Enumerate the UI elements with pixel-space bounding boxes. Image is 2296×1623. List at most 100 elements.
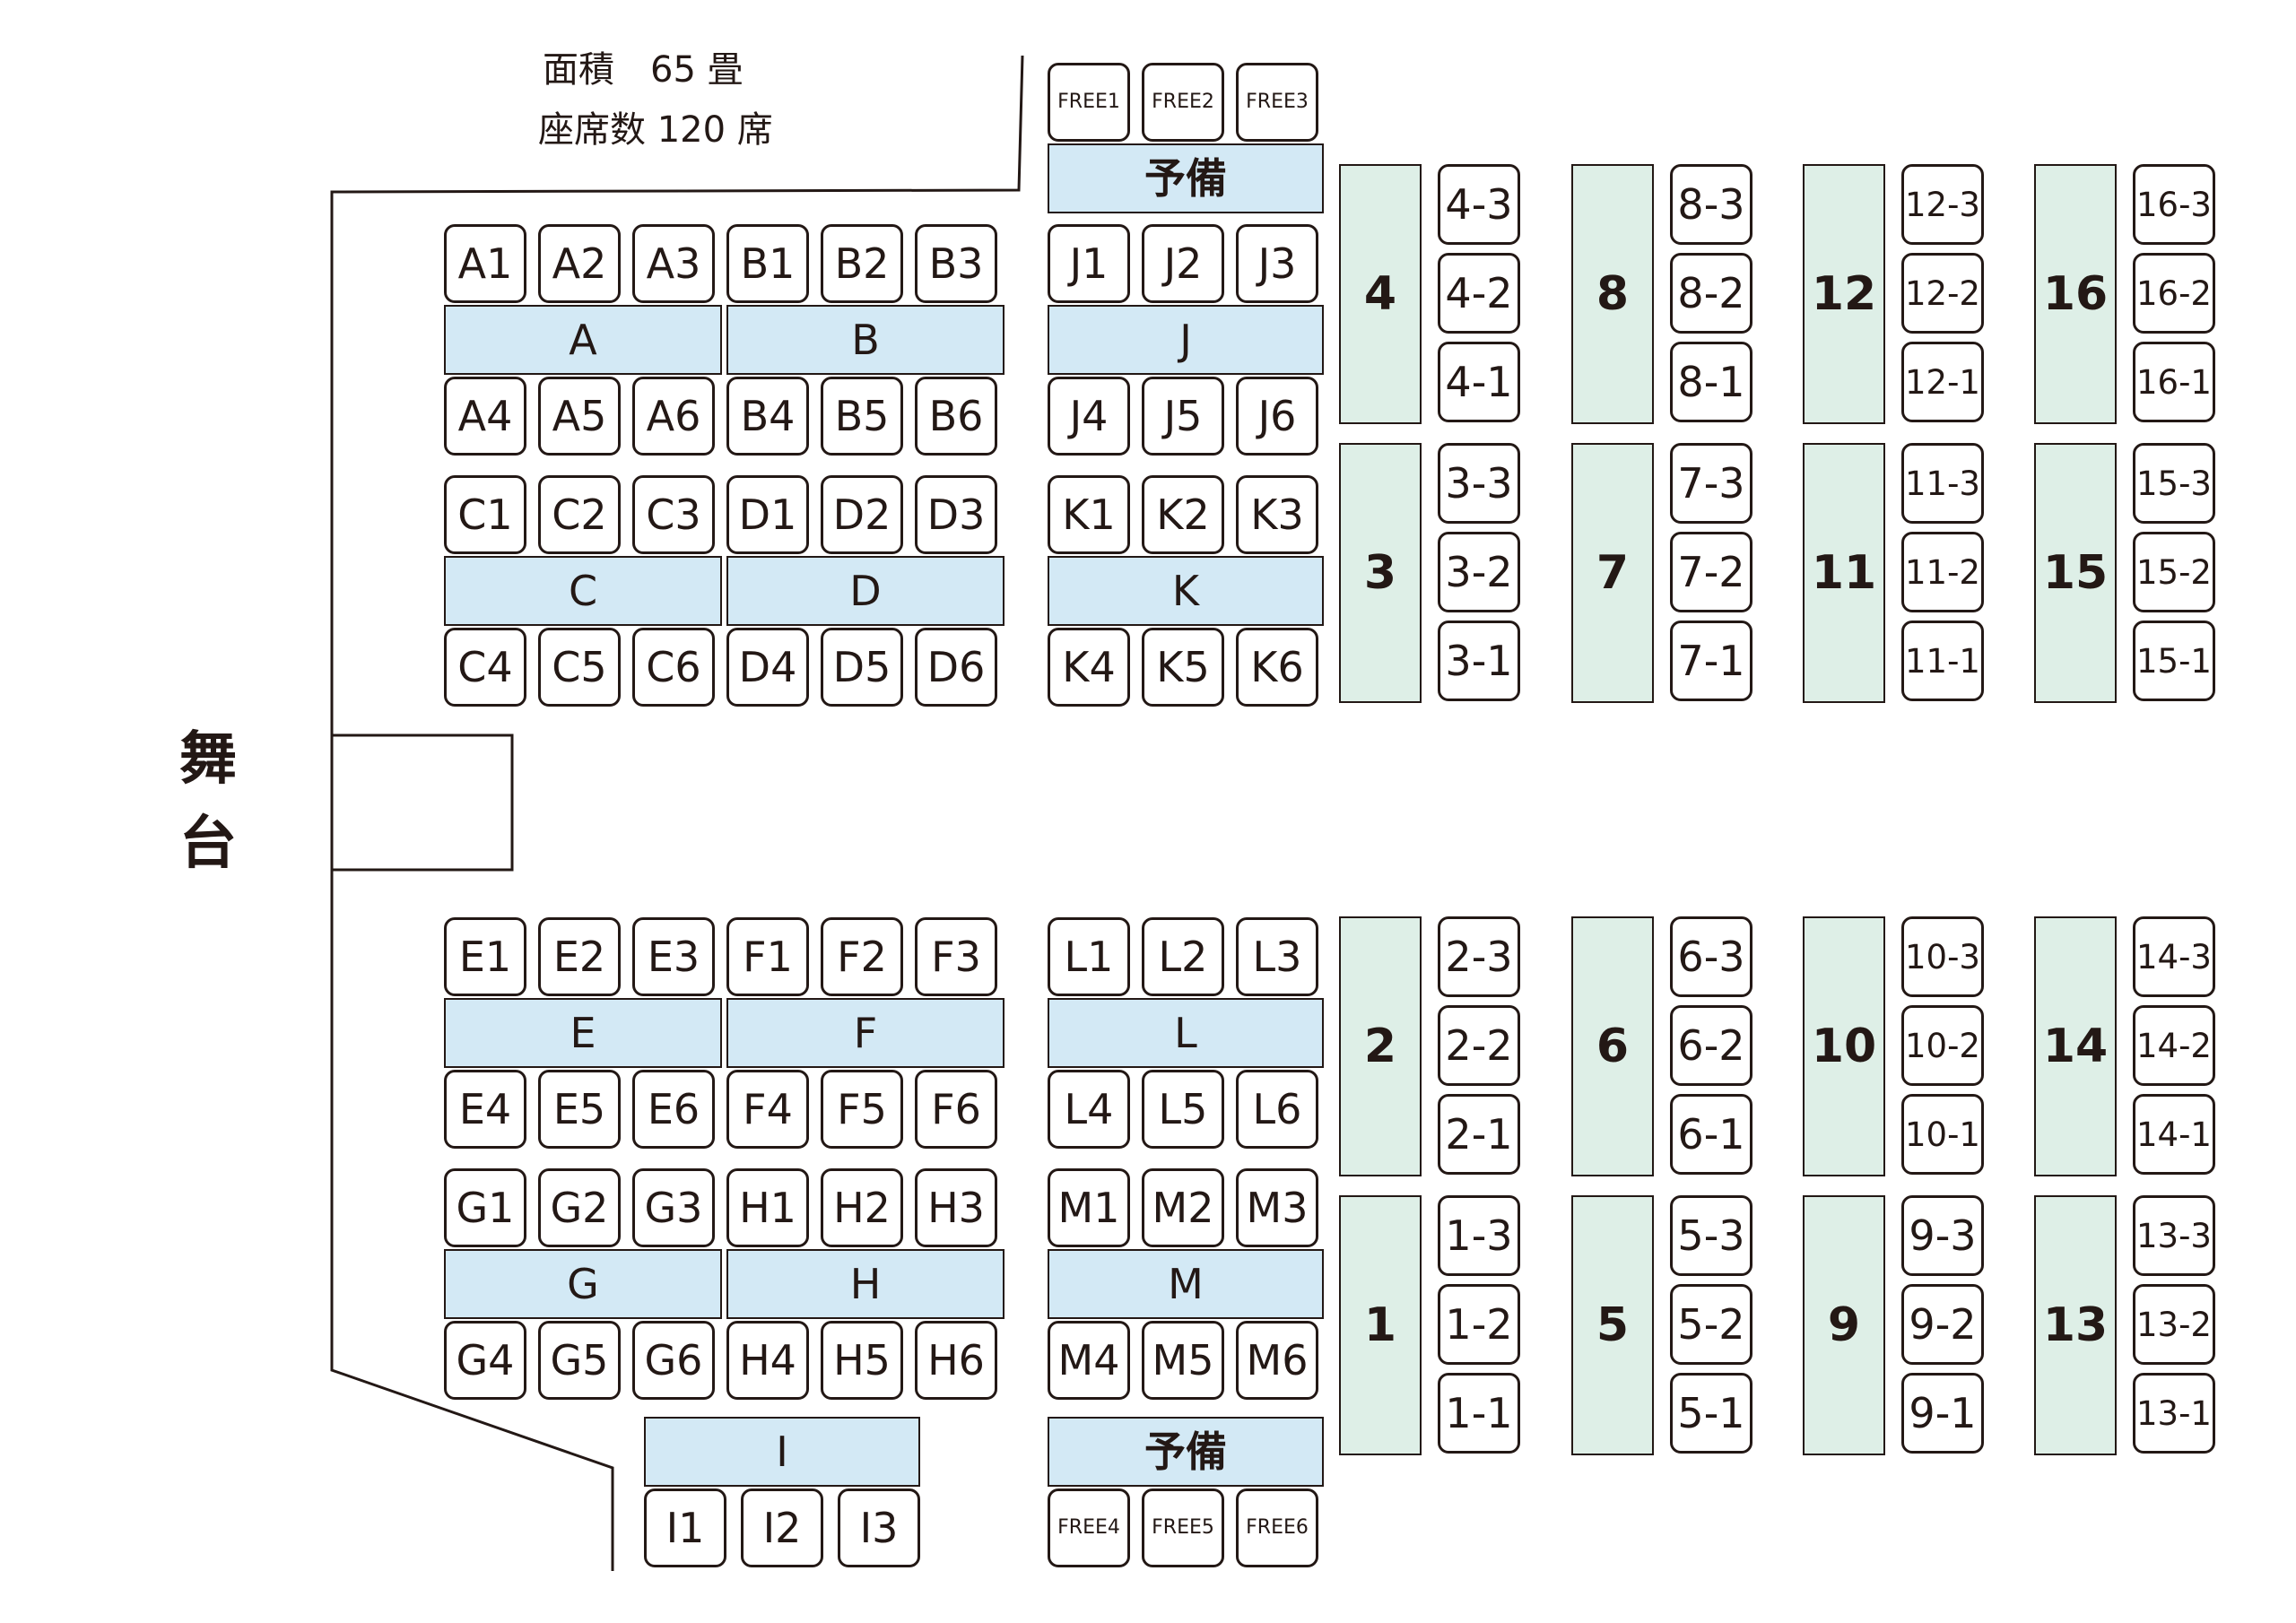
seat-F5[interactable]: F5 bbox=[821, 1070, 903, 1149]
seat-2-1[interactable]: 2-1 bbox=[1438, 1094, 1520, 1175]
seat-FREE5[interactable]: FREE5 bbox=[1142, 1488, 1224, 1567]
seat-C3[interactable]: C3 bbox=[632, 475, 715, 554]
seat-14-1[interactable]: 14-1 bbox=[2133, 1094, 2215, 1175]
seat-L3[interactable]: L3 bbox=[1236, 917, 1318, 996]
seat-G6[interactable]: G6 bbox=[632, 1321, 715, 1400]
seat-8-3[interactable]: 8-3 bbox=[1670, 164, 1752, 245]
seat-L4[interactable]: L4 bbox=[1048, 1070, 1130, 1149]
seat-I1[interactable]: I1 bbox=[644, 1488, 726, 1567]
seat-D1[interactable]: D1 bbox=[726, 475, 809, 554]
seat-M5[interactable]: M5 bbox=[1142, 1321, 1224, 1400]
seat-5-1[interactable]: 5-1 bbox=[1670, 1373, 1752, 1454]
seat-B3[interactable]: B3 bbox=[915, 224, 997, 303]
seat-C1[interactable]: C1 bbox=[444, 475, 526, 554]
seat-3-3[interactable]: 3-3 bbox=[1438, 443, 1520, 524]
seat-10-3[interactable]: 10-3 bbox=[1901, 916, 1984, 997]
seat-13-1[interactable]: 13-1 bbox=[2133, 1373, 2215, 1454]
seat-G2[interactable]: G2 bbox=[538, 1168, 621, 1247]
seat-H2[interactable]: H2 bbox=[821, 1168, 903, 1247]
seat-K1[interactable]: K1 bbox=[1048, 475, 1130, 554]
seat-6-1[interactable]: 6-1 bbox=[1670, 1094, 1752, 1175]
seat-14-3[interactable]: 14-3 bbox=[2133, 916, 2215, 997]
seat-1-3[interactable]: 1-3 bbox=[1438, 1195, 1520, 1276]
seat-B6[interactable]: B6 bbox=[915, 377, 997, 456]
seat-10-2[interactable]: 10-2 bbox=[1901, 1005, 1984, 1086]
seat-6-2[interactable]: 6-2 bbox=[1670, 1005, 1752, 1086]
seat-7-2[interactable]: 7-2 bbox=[1670, 532, 1752, 612]
seat-FREE2[interactable]: FREE2 bbox=[1142, 63, 1224, 142]
seat-A6[interactable]: A6 bbox=[632, 377, 715, 456]
seat-16-3[interactable]: 16-3 bbox=[2133, 164, 2215, 245]
seat-H1[interactable]: H1 bbox=[726, 1168, 809, 1247]
seat-11-3[interactable]: 11-3 bbox=[1901, 443, 1984, 524]
seat-I2[interactable]: I2 bbox=[741, 1488, 823, 1567]
seat-14-2[interactable]: 14-2 bbox=[2133, 1005, 2215, 1086]
seat-C5[interactable]: C5 bbox=[538, 628, 621, 707]
seat-4-1[interactable]: 4-1 bbox=[1438, 342, 1520, 422]
seat-F6[interactable]: F6 bbox=[915, 1070, 997, 1149]
seat-4-2[interactable]: 4-2 bbox=[1438, 253, 1520, 334]
seat-11-2[interactable]: 11-2 bbox=[1901, 532, 1984, 612]
seat-G5[interactable]: G5 bbox=[538, 1321, 621, 1400]
seat-8-2[interactable]: 8-2 bbox=[1670, 253, 1752, 334]
seat-6-3[interactable]: 6-3 bbox=[1670, 916, 1752, 997]
seat-FREE1[interactable]: FREE1 bbox=[1048, 63, 1130, 142]
seat-K4[interactable]: K4 bbox=[1048, 628, 1130, 707]
seat-9-3[interactable]: 9-3 bbox=[1901, 1195, 1984, 1276]
seat-B1[interactable]: B1 bbox=[726, 224, 809, 303]
seat-M3[interactable]: M3 bbox=[1236, 1168, 1318, 1247]
seat-C4[interactable]: C4 bbox=[444, 628, 526, 707]
seat-L2[interactable]: L2 bbox=[1142, 917, 1224, 996]
seat-A1[interactable]: A1 bbox=[444, 224, 526, 303]
seat-L6[interactable]: L6 bbox=[1236, 1070, 1318, 1149]
seat-F4[interactable]: F4 bbox=[726, 1070, 809, 1149]
seat-C2[interactable]: C2 bbox=[538, 475, 621, 554]
seat-FREE3[interactable]: FREE3 bbox=[1236, 63, 1318, 142]
seat-A3[interactable]: A3 bbox=[632, 224, 715, 303]
seat-H4[interactable]: H4 bbox=[726, 1321, 809, 1400]
seat-J1[interactable]: J1 bbox=[1048, 224, 1130, 303]
seat-J2[interactable]: J2 bbox=[1142, 224, 1224, 303]
seat-12-2[interactable]: 12-2 bbox=[1901, 253, 1984, 334]
seat-K2[interactable]: K2 bbox=[1142, 475, 1224, 554]
seat-4-3[interactable]: 4-3 bbox=[1438, 164, 1520, 245]
seat-12-1[interactable]: 12-1 bbox=[1901, 342, 1984, 422]
seat-D3[interactable]: D3 bbox=[915, 475, 997, 554]
seat-B5[interactable]: B5 bbox=[821, 377, 903, 456]
seat-M4[interactable]: M4 bbox=[1048, 1321, 1130, 1400]
seat-F3[interactable]: F3 bbox=[915, 917, 997, 996]
seat-13-2[interactable]: 13-2 bbox=[2133, 1284, 2215, 1365]
seat-1-2[interactable]: 1-2 bbox=[1438, 1284, 1520, 1365]
seat-M6[interactable]: M6 bbox=[1236, 1321, 1318, 1400]
seat-10-1[interactable]: 10-1 bbox=[1901, 1094, 1984, 1175]
seat-E5[interactable]: E5 bbox=[538, 1070, 621, 1149]
seat-H3[interactable]: H3 bbox=[915, 1168, 997, 1247]
seat-2-2[interactable]: 2-2 bbox=[1438, 1005, 1520, 1086]
seat-F1[interactable]: F1 bbox=[726, 917, 809, 996]
seat-A5[interactable]: A5 bbox=[538, 377, 621, 456]
seat-E1[interactable]: E1 bbox=[444, 917, 526, 996]
seat-15-3[interactable]: 15-3 bbox=[2133, 443, 2215, 524]
seat-J3[interactable]: J3 bbox=[1236, 224, 1318, 303]
seat-9-1[interactable]: 9-1 bbox=[1901, 1373, 1984, 1454]
seat-FREE4[interactable]: FREE4 bbox=[1048, 1488, 1130, 1567]
seat-A2[interactable]: A2 bbox=[538, 224, 621, 303]
seat-D2[interactable]: D2 bbox=[821, 475, 903, 554]
seat-A4[interactable]: A4 bbox=[444, 377, 526, 456]
seat-B2[interactable]: B2 bbox=[821, 224, 903, 303]
seat-E6[interactable]: E6 bbox=[632, 1070, 715, 1149]
seat-16-1[interactable]: 16-1 bbox=[2133, 342, 2215, 422]
seat-2-3[interactable]: 2-3 bbox=[1438, 916, 1520, 997]
seat-3-1[interactable]: 3-1 bbox=[1438, 621, 1520, 701]
seat-5-2[interactable]: 5-2 bbox=[1670, 1284, 1752, 1365]
seat-F2[interactable]: F2 bbox=[821, 917, 903, 996]
seat-G1[interactable]: G1 bbox=[444, 1168, 526, 1247]
seat-11-1[interactable]: 11-1 bbox=[1901, 621, 1984, 701]
seat-K3[interactable]: K3 bbox=[1236, 475, 1318, 554]
seat-1-1[interactable]: 1-1 bbox=[1438, 1373, 1520, 1454]
seat-L1[interactable]: L1 bbox=[1048, 917, 1130, 996]
seat-15-1[interactable]: 15-1 bbox=[2133, 621, 2215, 701]
seat-M1[interactable]: M1 bbox=[1048, 1168, 1130, 1247]
seat-13-3[interactable]: 13-3 bbox=[2133, 1195, 2215, 1276]
seat-D4[interactable]: D4 bbox=[726, 628, 809, 707]
